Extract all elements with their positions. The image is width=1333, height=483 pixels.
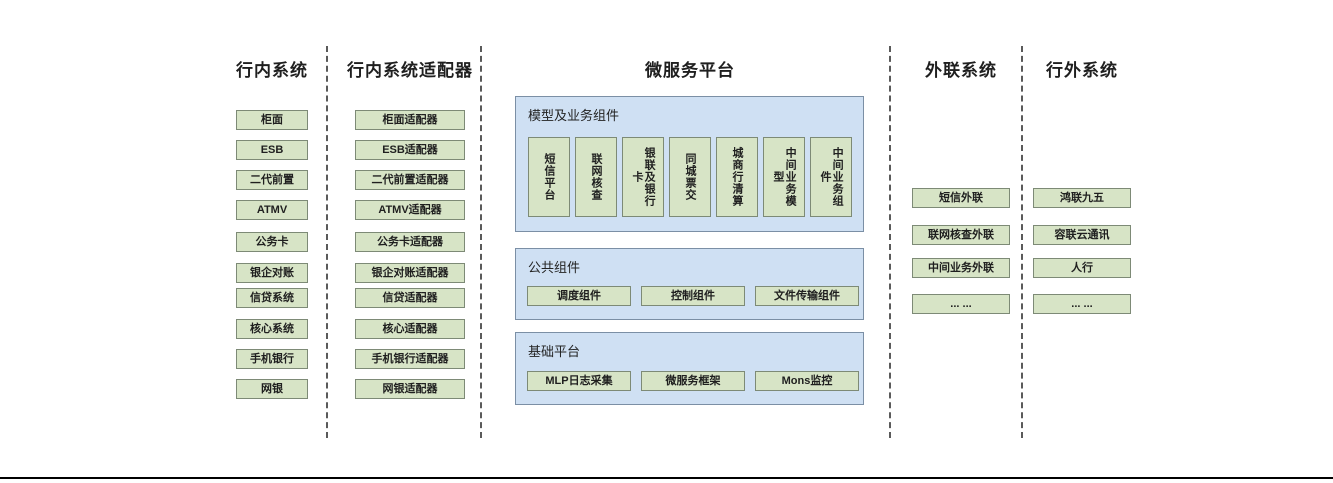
node-model-component[interactable]: 短信平台 [528,137,570,217]
column-title-microservice-platform: 微服务平台 [645,61,735,80]
node-outside-bank-system[interactable]: 容联云通讯 [1033,225,1131,245]
page-bottom-rule [0,477,1333,479]
divider-1 [326,46,328,438]
node-outside-bank-system[interactable]: ... ... [1033,294,1131,314]
node-in-bank-adapter[interactable]: 柜面适配器 [355,110,465,130]
column-title-in-bank-adapters: 行内系统适配器 [347,61,473,80]
node-in-bank-system[interactable]: 核心系统 [236,319,308,339]
node-in-bank-adapter[interactable]: 银企对账适配器 [355,263,465,283]
node-model-component[interactable]: 城商行清算 [716,137,758,217]
node-in-bank-system[interactable]: 二代前置 [236,170,308,190]
node-in-bank-system[interactable]: 信贷系统 [236,288,308,308]
node-model-component[interactable]: 中间业务模型 [763,137,805,217]
node-public-component[interactable]: 控制组件 [641,286,745,306]
node-in-bank-system[interactable]: 柜面 [236,110,308,130]
node-model-component[interactable]: 同城票交 [669,137,711,217]
node-in-bank-system[interactable]: 公务卡 [236,232,308,252]
node-public-component[interactable]: 调度组件 [527,286,631,306]
node-base-platform-component[interactable]: Mons监控 [755,371,859,391]
panel-title-model-business-components: 模型及业务组件 [528,108,620,123]
node-model-component[interactable]: 银联及银行卡 [622,137,664,217]
node-public-component[interactable]: 文件传输组件 [755,286,859,306]
panel-title-public-components: 公共组件 [528,260,581,275]
panel-public-components: 公共组件 [515,248,864,320]
column-title-in-bank-systems: 行内系统 [236,61,308,80]
node-in-bank-adapter[interactable]: 网银适配器 [355,379,465,399]
node-in-bank-system[interactable]: 网银 [236,379,308,399]
node-in-bank-system[interactable]: ATMV [236,200,308,220]
column-title-external-link-systems: 外联系统 [925,61,997,80]
node-base-platform-component[interactable]: MLP日志采集 [527,371,631,391]
node-in-bank-adapter[interactable]: 公务卡适配器 [355,232,465,252]
node-external-link-system[interactable]: 联网核查外联 [912,225,1010,245]
node-in-bank-adapter[interactable]: 手机银行适配器 [355,349,465,369]
node-model-component[interactable]: 中间业务组件 [810,137,852,217]
node-in-bank-system[interactable]: 银企对账 [236,263,308,283]
divider-4 [1021,46,1023,438]
node-outside-bank-system[interactable]: 人行 [1033,258,1131,278]
panel-base-platform: 基础平台 [515,332,864,405]
node-external-link-system[interactable]: 短信外联 [912,188,1010,208]
divider-2 [480,46,482,438]
node-outside-bank-system[interactable]: 鸿联九五 [1033,188,1131,208]
node-model-component[interactable]: 联网核查 [575,137,617,217]
divider-3 [889,46,891,438]
panel-title-base-platform: 基础平台 [528,344,581,359]
node-in-bank-adapter[interactable]: ATMV适配器 [355,200,465,220]
column-title-outside-bank-systems: 行外系统 [1046,61,1118,80]
node-base-platform-component[interactable]: 微服务框架 [641,371,745,391]
node-external-link-system[interactable]: ... ... [912,294,1010,314]
node-in-bank-adapter[interactable]: 核心适配器 [355,319,465,339]
node-in-bank-adapter[interactable]: 信贷适配器 [355,288,465,308]
node-in-bank-system[interactable]: ESB [236,140,308,160]
node-in-bank-adapter[interactable]: 二代前置适配器 [355,170,465,190]
node-external-link-system[interactable]: 中间业务外联 [912,258,1010,278]
node-in-bank-system[interactable]: 手机银行 [236,349,308,369]
node-in-bank-adapter[interactable]: ESB适配器 [355,140,465,160]
